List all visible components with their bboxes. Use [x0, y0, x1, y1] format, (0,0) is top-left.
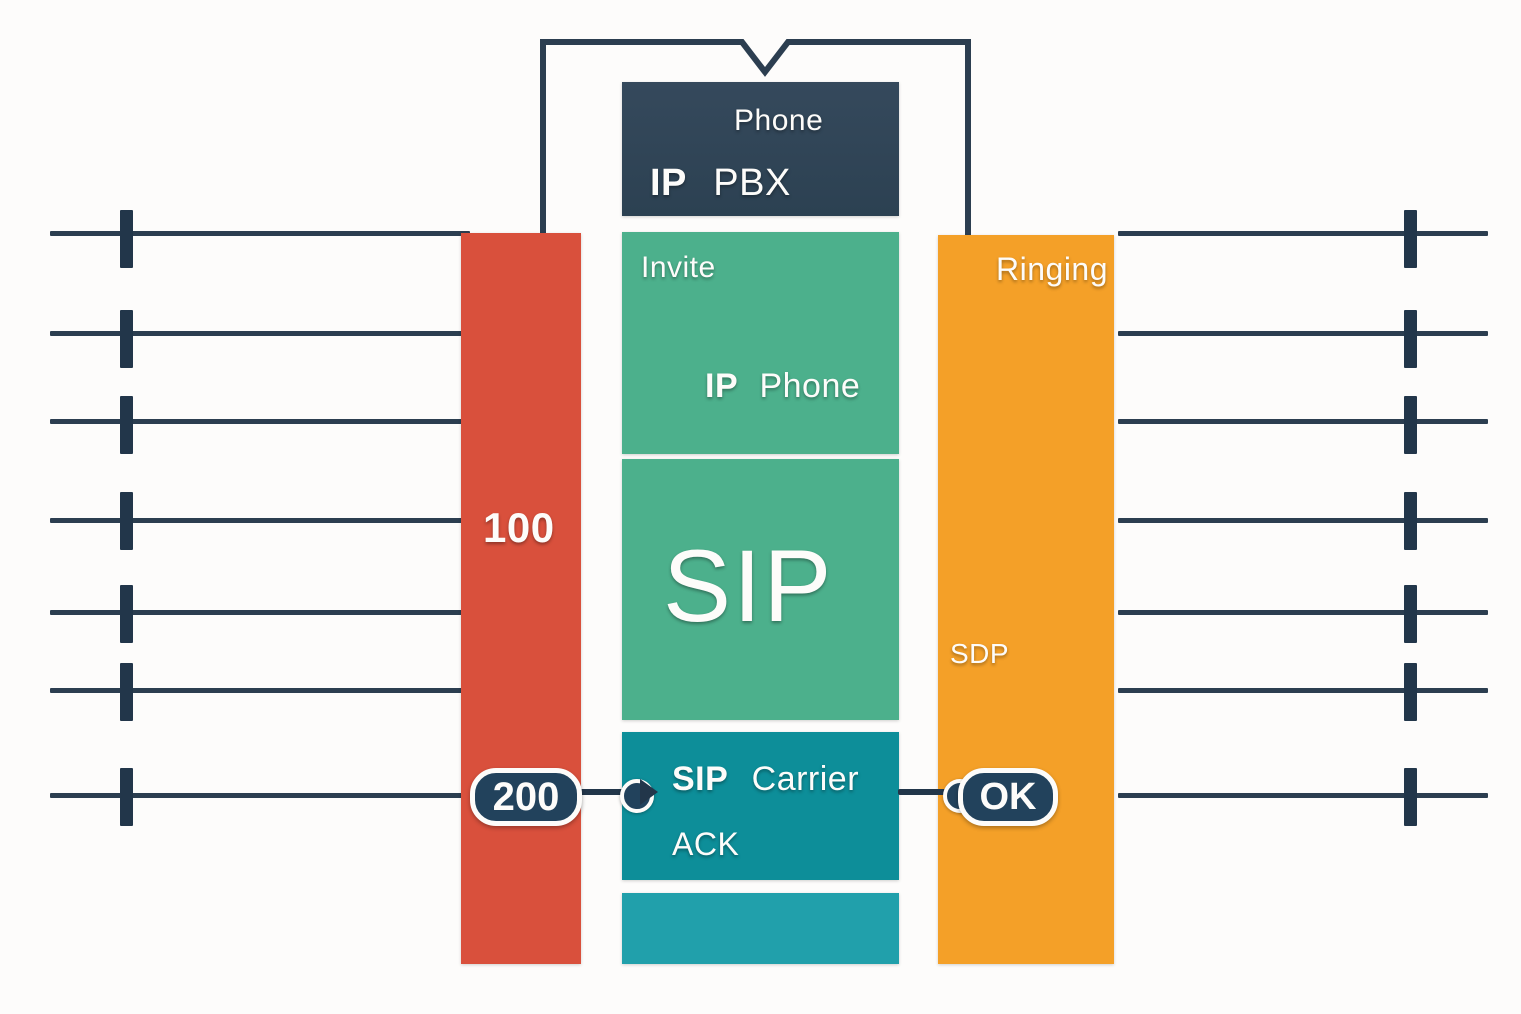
ip-pbx-red-column	[461, 233, 581, 964]
badge-200[interactable]: 200	[470, 768, 582, 826]
invite-ip-phone-label: IP Phone	[705, 367, 860, 406]
badge-100-label: 100	[483, 504, 555, 551]
center-block-footer	[622, 893, 899, 964]
timeline-line-left-3	[50, 419, 470, 424]
sip-carrier-label: SIP Carrier	[672, 760, 859, 799]
timeline-line-right-7	[1118, 793, 1488, 798]
sip-big-label: SIP	[663, 529, 834, 643]
timeline-line-left-1	[50, 231, 470, 236]
connector-carrier-to-ok	[898, 789, 958, 795]
timeline-tick-right-1	[1404, 210, 1417, 268]
header-ip-bold: IP	[650, 162, 687, 204]
timeline-line-right-1	[1118, 231, 1488, 236]
invite-phone-text: Phone	[759, 367, 861, 405]
timeline-tick-left-1	[120, 210, 133, 268]
header-pbx-text: PBX	[713, 162, 791, 204]
ringing-label: Ringing	[996, 251, 1109, 287]
timeline-line-right-4	[1118, 518, 1488, 523]
timeline-line-left-7	[50, 793, 470, 798]
timeline-tick-right-3	[1404, 396, 1417, 454]
timeline-line-right-6	[1118, 688, 1488, 693]
timeline-tick-left-3	[120, 396, 133, 454]
arrow-head-left	[640, 779, 658, 805]
carrier-sip-bold: SIP	[672, 760, 728, 798]
timeline-tick-left-2	[120, 310, 133, 368]
timeline-line-left-2	[50, 331, 470, 336]
sip-carrier-orange-column	[938, 235, 1114, 964]
timeline-tick-left-4	[120, 492, 133, 550]
sdp-label: SDP	[950, 638, 1010, 669]
timeline-tick-right-2	[1404, 310, 1417, 368]
ack-label: ACK	[672, 826, 740, 862]
center-block-header-line-1: Phone	[734, 104, 824, 137]
timeline-tick-left-5	[120, 585, 133, 643]
badge-ok[interactable]: OK	[958, 768, 1058, 826]
invite-ip-bold: IP	[705, 367, 738, 405]
center-block-invite	[622, 232, 899, 454]
timeline-tick-left-7	[120, 768, 133, 826]
center-block-sip-carrier	[622, 732, 899, 880]
badge-200-text: 200	[492, 774, 560, 819]
timeline-tick-left-6	[120, 663, 133, 721]
center-block-header-line-2: IP PBX	[650, 162, 791, 205]
invite-label: Invite	[641, 251, 716, 284]
timeline-tick-right-6	[1404, 663, 1417, 721]
carrier-text: Carrier	[751, 760, 860, 798]
timeline-line-left-5	[50, 610, 470, 615]
timeline-tick-right-5	[1404, 585, 1417, 643]
badge-ok-text: OK	[979, 775, 1037, 818]
timeline-tick-right-7	[1404, 768, 1417, 826]
timeline-line-right-3	[1118, 419, 1488, 424]
timeline-line-left-4	[50, 518, 470, 523]
timeline-tick-right-4	[1404, 492, 1417, 550]
timeline-line-left-6	[50, 688, 470, 693]
top-bracket-connector	[540, 39, 971, 238]
timeline-line-right-2	[1118, 331, 1488, 336]
center-block-sip	[622, 459, 899, 720]
connector-200-to-carrier	[556, 789, 636, 795]
center-block-ip-pbx-header	[622, 82, 899, 216]
timeline-line-right-5	[1118, 610, 1488, 615]
